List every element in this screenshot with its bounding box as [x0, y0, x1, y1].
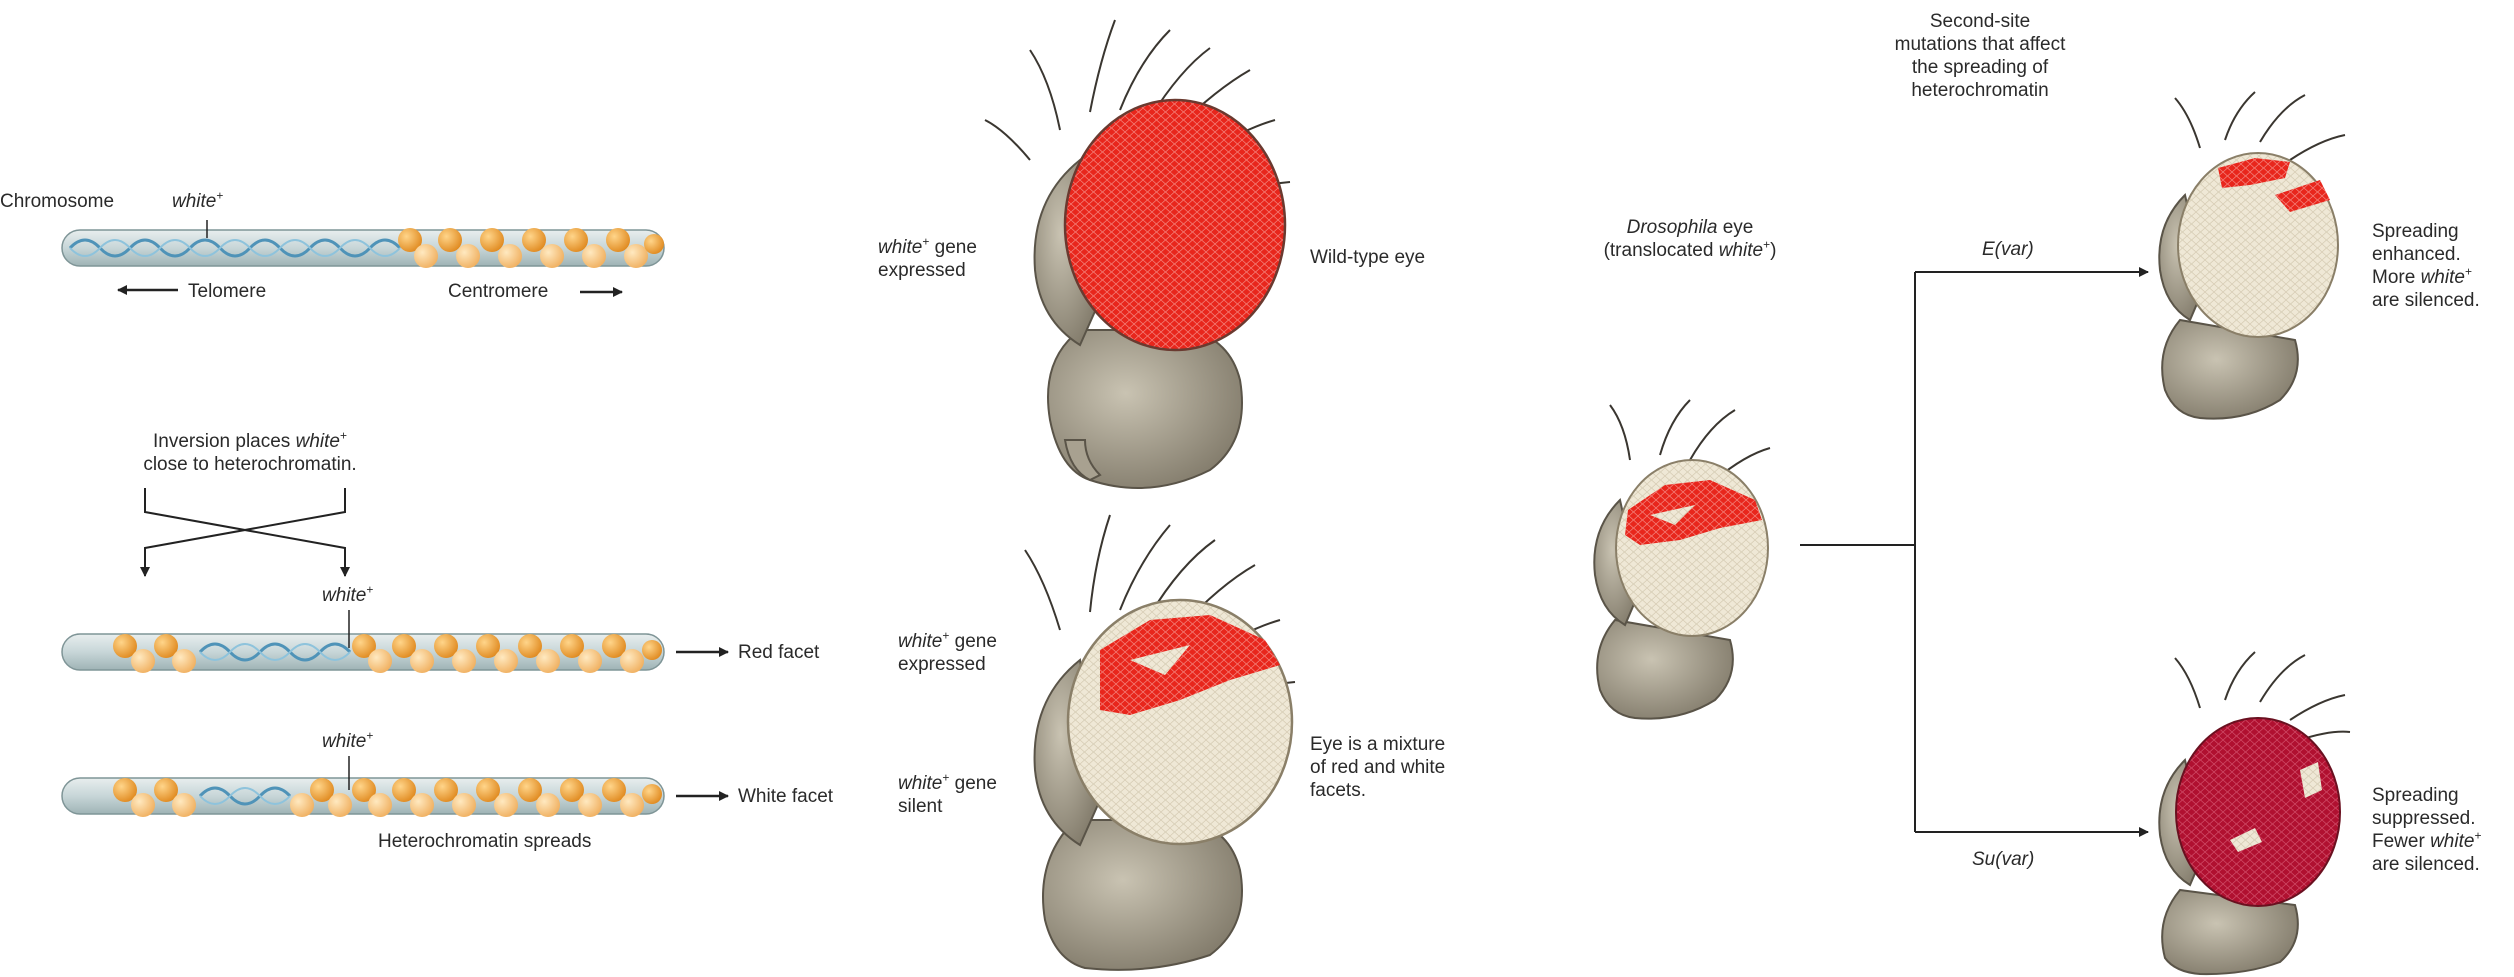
drosophila-eye-word: eye: [1717, 217, 1753, 238]
chromosome-label: Chromosome: [0, 190, 114, 213]
heterochromatin-spreads-label: Heterochromatin spreads: [378, 830, 591, 853]
fly-head-mosaic: [1025, 515, 1295, 970]
enhanced-line-4: are silenced.: [2372, 290, 2480, 311]
fly-head-suppressed: [2159, 652, 2350, 974]
suppressed-line-1: Spreading: [2372, 785, 2459, 806]
evar-text: E(var): [1982, 239, 2034, 260]
mid-gene-white: white: [898, 631, 942, 652]
enhanced-plus: +: [2465, 265, 2472, 279]
branch-connector: [1800, 272, 1915, 832]
mid-gene-expressed: white+ gene expressed: [898, 630, 997, 676]
enhanced-caption: Spreading enhanced. More white+ are sile…: [2372, 220, 2480, 312]
inversion-cross: [145, 488, 345, 574]
inversion-caption: Inversion places white+ close to heteroc…: [110, 430, 390, 476]
white-spread-name: white: [322, 731, 366, 752]
enhanced-line-2: enhanced.: [2372, 244, 2461, 265]
compound-eye: [1065, 100, 1285, 350]
white-inv-name: white: [322, 585, 366, 606]
translocated-white: white: [1719, 240, 1763, 261]
second-site-line-1: Second-site: [1930, 11, 2030, 32]
white-gene-label-spread: white+: [322, 730, 373, 753]
second-site-caption: Second-site mutations that affect the sp…: [1860, 10, 2100, 102]
suppressed-caption: Spreading suppressed. Fewer white+ are s…: [2372, 784, 2481, 876]
white-facet-label: White facet: [738, 785, 833, 808]
mixture-line-1: Eye is a mixture: [1310, 734, 1445, 755]
suppressed-line-3a: Fewer: [2372, 831, 2430, 852]
top-gene-expressed: white+ gene expressed: [878, 236, 977, 282]
suvar-label: Su(var): [1972, 848, 2034, 871]
wild-type-eye-label: Wild-type eye: [1310, 246, 1425, 269]
evar-label: E(var): [1982, 238, 2034, 261]
inversion-text-white: white: [296, 431, 340, 452]
chromosome-normal: [62, 220, 664, 268]
white-spread-plus: +: [366, 729, 373, 743]
mixture-line-2: of red and white: [1310, 757, 1445, 778]
white-gene-label: white+: [172, 190, 223, 213]
telomere-label: Telomere: [188, 280, 266, 303]
suppressed-line-2: suppressed.: [2372, 808, 2476, 829]
second-site-line-3: the spreading of: [1912, 57, 2048, 78]
enhanced-line-1: Spreading: [2372, 221, 2459, 242]
enhanced-line-3a: More: [2372, 267, 2421, 288]
suppressed-line-4: are silenced.: [2372, 854, 2480, 875]
inversion-plus: +: [340, 429, 347, 443]
silent-gene-silent-word: silent: [898, 796, 942, 817]
suppressed-plus: +: [2474, 829, 2481, 843]
plus-sign: +: [216, 189, 223, 203]
silent-gene-label: white+ gene silent: [898, 772, 997, 818]
drosophila-eye-caption: Drosophila eye (translocated white+): [1570, 216, 1810, 262]
white-gene-name: white: [172, 191, 216, 212]
mid-gene-expressed-word: expressed: [898, 654, 986, 675]
suvar-text: Su(var): [1972, 849, 2034, 870]
red-facet-label: Red facet: [738, 641, 819, 664]
silent-gene-word: gene: [949, 773, 997, 794]
fly-head-translocated: [1594, 400, 1770, 719]
second-site-line-2: mutations that affect: [1895, 34, 2066, 55]
mid-gene-word: gene: [949, 631, 997, 652]
centromere-label: Centromere: [448, 280, 548, 303]
white-inv-plus: +: [366, 583, 373, 597]
second-site-line-4: heterochromatin: [1911, 80, 2048, 101]
top-gene-expressed-word: expressed: [878, 260, 966, 281]
suppressed-line-3b: white: [2430, 831, 2474, 852]
top-gene-white: white: [878, 237, 922, 258]
chromosome-spread: [62, 756, 664, 817]
inversion-text-b: close to heterochromatin.: [143, 454, 356, 475]
chromosome-inverted: [62, 610, 664, 673]
mixture-line-3: facets.: [1310, 780, 1366, 801]
mixture-label: Eye is a mixture of red and white facets…: [1310, 733, 1445, 802]
top-gene-word: gene: [929, 237, 977, 258]
white-gene-label-inverted: white+: [322, 584, 373, 607]
silent-gene-white: white: [898, 773, 942, 794]
fly-head-wild-type: [985, 20, 1290, 488]
translocated-a: (translocated: [1604, 240, 1719, 261]
translocated-close: ): [1770, 240, 1776, 261]
inversion-text-a: Inversion places: [153, 431, 296, 452]
fly-head-enhanced: [2159, 92, 2345, 419]
drosophila-word: Drosophila: [1627, 217, 1718, 238]
enhanced-line-3b: white: [2421, 267, 2465, 288]
